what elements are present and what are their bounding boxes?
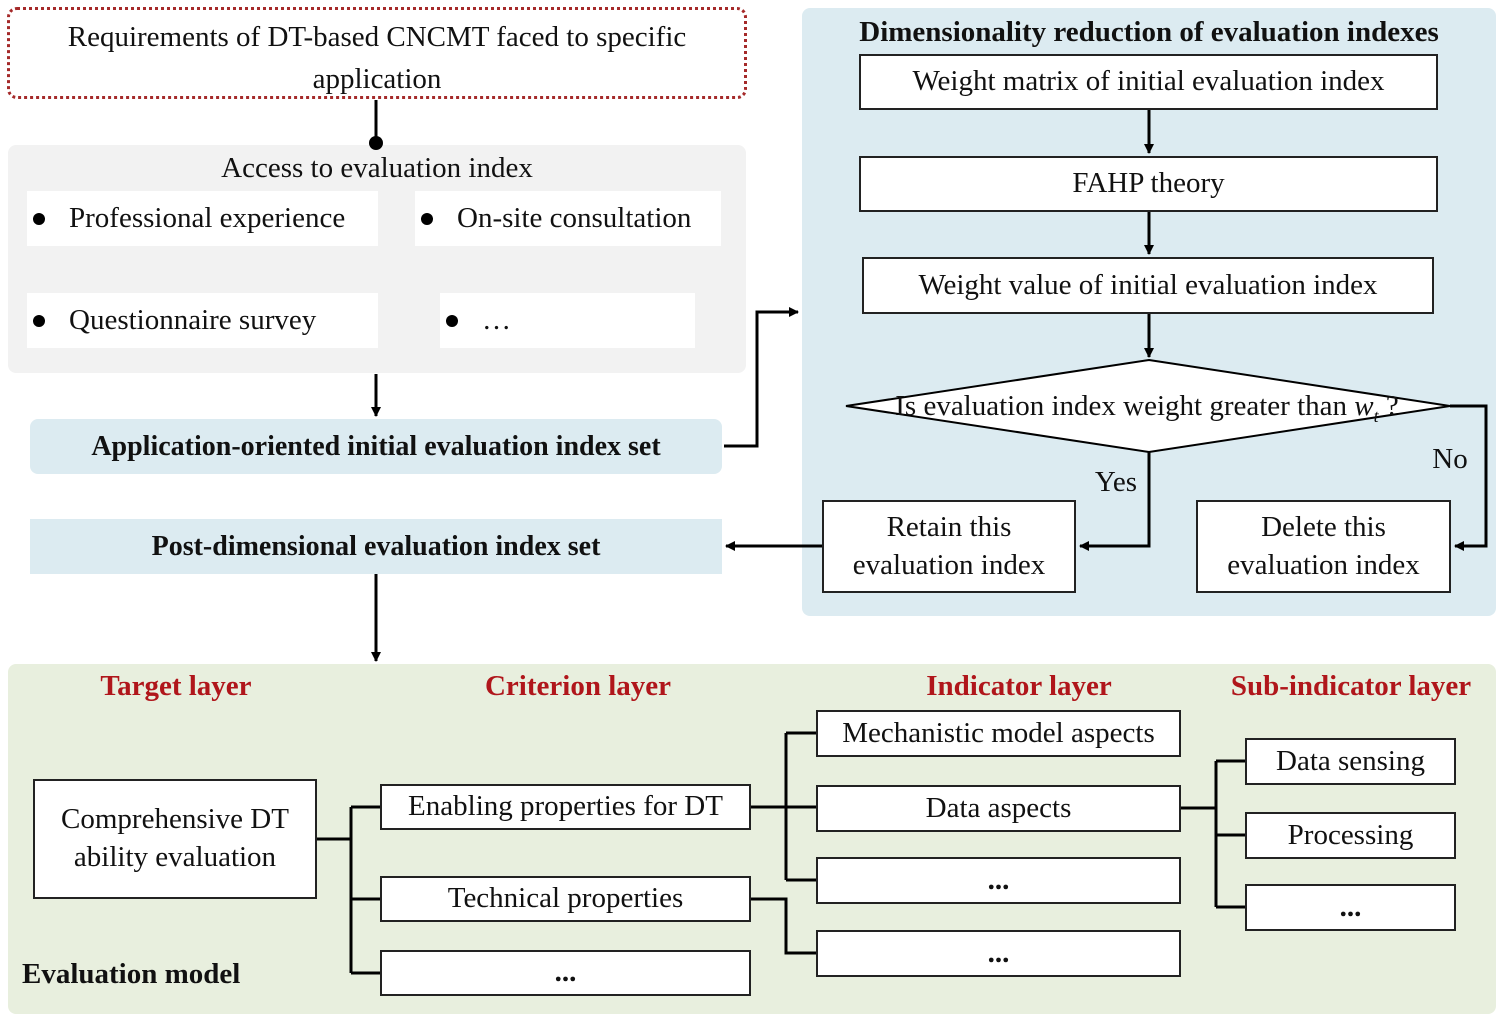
- bullet-icon: [446, 314, 458, 327]
- post-dimensional-index-set: Post-dimensional evaluation index set: [30, 519, 722, 574]
- access-item-label: …: [482, 304, 511, 336]
- dimred-title: Dimensionality reduction of evaluation i…: [859, 16, 1439, 48]
- access-item-label: Professional experience: [69, 202, 346, 234]
- access-title: Access to evaluation index: [221, 152, 533, 184]
- indicator-label: ...: [987, 863, 1010, 896]
- criterion-layer-header: Criterion layer: [484, 670, 671, 702]
- indicator-label: Mechanistic model aspects: [842, 716, 1155, 749]
- fahp-theory-label: FAHP theory: [1072, 167, 1225, 200]
- decision-question: Is evaluation index weight greater than: [895, 390, 1348, 422]
- target-layer-header: Target layer: [100, 670, 252, 702]
- evaluation-model-label: Evaluation model: [22, 958, 241, 990]
- criterion-label: Technical properties: [447, 882, 684, 915]
- initial-index-set: Application-oriented initial evaluation …: [30, 419, 722, 474]
- criterion-label: Enabling properties for DT: [408, 790, 723, 823]
- subindicator-label: Data sensing: [1276, 744, 1425, 777]
- criterion-label: ...: [554, 956, 577, 989]
- indicator-label: Data aspects: [925, 791, 1072, 824]
- indicator-label: ...: [987, 936, 1010, 969]
- indicator-box: ...: [816, 930, 1181, 977]
- access-item: Questionnaire survey: [27, 293, 378, 348]
- bullet-icon: [33, 314, 45, 327]
- access-item-label: On-site consultation: [457, 202, 692, 234]
- decision-text: Is evaluation index weight greater than …: [842, 390, 1452, 427]
- subindicator-box: Data sensing: [1245, 738, 1456, 785]
- subindicator-box: Processing: [1245, 812, 1456, 859]
- subindicator-layer-header: Sub-indicator layer: [1230, 670, 1472, 702]
- requirements-box: Requirements of DT-based CNCMT faced to …: [7, 7, 747, 99]
- bullet-icon: [421, 212, 433, 225]
- criterion-box: ...: [380, 950, 751, 996]
- weight-value-label: Weight value of initial evaluation index: [918, 268, 1378, 301]
- requirements-text: Requirements of DT-based CNCMT faced to …: [67, 21, 687, 95]
- access-item: …: [440, 293, 695, 348]
- weight-matrix-box: Weight matrix of initial evaluation inde…: [859, 54, 1438, 110]
- target-box-label: Comprehensive DT ability evaluation: [61, 803, 289, 873]
- indicator-box: Data aspects: [816, 785, 1181, 832]
- weight-matrix-label: Weight matrix of initial evaluation inde…: [912, 65, 1385, 98]
- indicator-box: Mechanistic model aspects: [816, 710, 1181, 757]
- target-box: Comprehensive DT ability evaluation: [33, 779, 317, 899]
- delete-box: Delete this evaluation index: [1196, 500, 1451, 593]
- criterion-box: Technical properties: [380, 876, 751, 922]
- threshold-symbol: w: [1354, 390, 1374, 422]
- criterion-box: Enabling properties for DT: [380, 784, 751, 830]
- initial-index-set-label: Application-oriented initial evaluation …: [91, 430, 661, 462]
- subindicator-label: ...: [1339, 890, 1362, 923]
- post-dimensional-index-set-label: Post-dimensional evaluation index set: [151, 530, 601, 562]
- no-label: No: [1432, 443, 1468, 475]
- retain-box: Retain this evaluation index: [822, 500, 1076, 593]
- subindicator-box: ...: [1245, 884, 1456, 931]
- fahp-theory-box: FAHP theory: [859, 156, 1438, 212]
- access-item: Professional experience: [27, 191, 378, 246]
- indicator-layer-header: Indicator layer: [926, 670, 1112, 702]
- delete-label: Delete this evaluation index: [1227, 510, 1420, 581]
- yes-label: Yes: [1094, 466, 1138, 498]
- bullet-icon: [33, 212, 45, 225]
- subindicator-label: Processing: [1287, 818, 1414, 851]
- indicator-box: ...: [816, 857, 1181, 904]
- decision-suffix: ?: [1378, 390, 1399, 422]
- retain-label: Retain this evaluation index: [852, 510, 1046, 581]
- access-item-label: Questionnaire survey: [69, 304, 317, 336]
- weight-value-box: Weight value of initial evaluation index: [862, 257, 1434, 314]
- access-item: On-site consultation: [415, 191, 721, 246]
